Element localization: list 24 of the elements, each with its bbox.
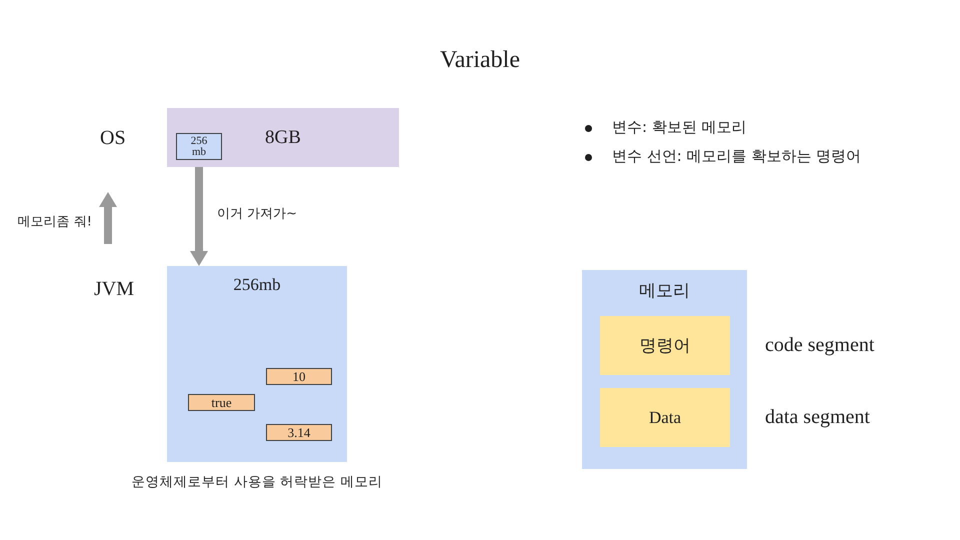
bullet-text: 변수: 확보된 메모리 [612,117,747,137]
value-block: 10 [266,368,332,385]
value-block: true [188,394,255,411]
jvm-memory-block [167,266,347,462]
block-label: 운영체제로부터 사용을 허락받은 메모리 [132,474,382,491]
block-title: 8GB [265,126,301,150]
edge-label: 메모리좀 줘! [18,214,92,230]
title: Variable [440,46,520,74]
system-label: OS [100,126,126,150]
segment-label: code segment [765,333,874,358]
memory-block [582,270,747,469]
arrow [190,167,208,266]
system-label: JVM [94,277,134,301]
block-title: 메모리 [639,280,690,301]
segment-block: Data [600,388,730,447]
allocated-block: 256 mb [176,133,222,160]
block-title: 256mb [233,274,281,295]
arrow [99,192,117,244]
edge-label: 이거 가져가~ [217,205,298,222]
value-block: 3.14 [266,424,332,441]
segment-label: data segment [765,405,870,430]
os-memory-block [167,108,399,167]
bullet-text: 변수 선언: 메모리를 확보하는 명령어 [612,146,862,166]
segment-block: 명령어 [600,316,730,375]
